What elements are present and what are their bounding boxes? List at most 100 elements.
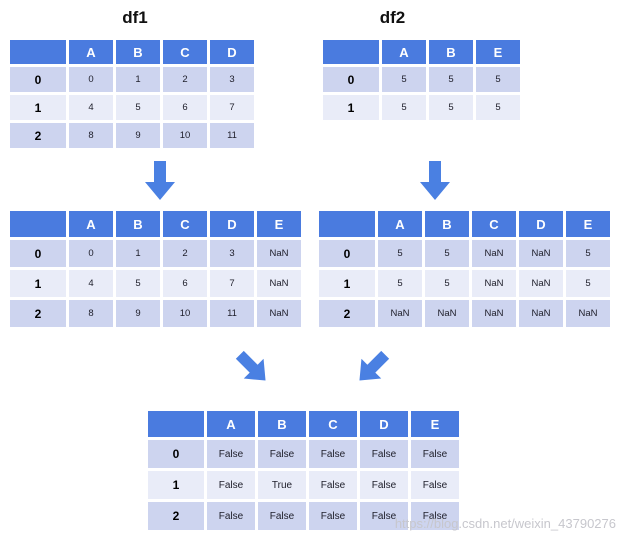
df2-title: df2 [379, 8, 406, 27]
row-index-label: 1 [323, 95, 379, 120]
column-header: D [360, 411, 408, 437]
row-index-label: 0 [10, 67, 66, 92]
column-header: A [207, 411, 255, 437]
cell-value: 4 [69, 270, 113, 297]
cell-value: False [309, 471, 357, 499]
cell-value: 5 [116, 95, 160, 120]
corner-cell [10, 40, 66, 64]
down-arrow-icon [420, 161, 450, 201]
column-header: C [309, 411, 357, 437]
cell-value: 2 [163, 240, 207, 267]
cell-value: 8 [69, 300, 113, 327]
row-index-label: 0 [10, 240, 66, 267]
cell-value: 5 [429, 67, 473, 92]
row-index-label: 1 [10, 95, 66, 120]
cell-value: False [207, 440, 255, 468]
column-header: D [210, 40, 254, 64]
row-index-label: 0 [319, 240, 375, 267]
cell-value: 3 [210, 240, 254, 267]
column-header: E [257, 211, 301, 237]
cell-value: NaN [519, 270, 563, 297]
corner-cell [323, 40, 379, 64]
cell-value: 5 [429, 95, 473, 120]
column-header: D [519, 211, 563, 237]
down-arrow-icon [145, 161, 175, 201]
column-header: E [411, 411, 459, 437]
cell-value: False [207, 471, 255, 499]
row-index-label: 0 [323, 67, 379, 92]
cell-value: 9 [116, 300, 160, 327]
column-header: A [382, 40, 426, 64]
cell-value: 0 [69, 67, 113, 92]
cell-value: False [360, 440, 408, 468]
cell-value: NaN [257, 300, 301, 327]
cell-value: 6 [163, 270, 207, 297]
diagonal-arrow-down-left-icon [349, 345, 396, 392]
cell-value: 5 [378, 240, 422, 267]
cell-value: 1 [116, 67, 160, 92]
cell-value: NaN [566, 300, 610, 327]
cell-value: 9 [116, 123, 160, 148]
cell-value: NaN [519, 300, 563, 327]
row-index-label: 0 [148, 440, 204, 468]
cell-value: False [207, 502, 255, 530]
row-index-label: 2 [10, 300, 66, 327]
column-header: A [378, 211, 422, 237]
column-header: C [472, 211, 516, 237]
watermark-text: https://blog.csdn.net/weixin_43790276 [394, 516, 616, 531]
cell-value: 11 [210, 123, 254, 148]
column-header: E [566, 211, 610, 237]
column-header: B [116, 211, 160, 237]
cell-value: 5 [425, 240, 469, 267]
column-header: B [258, 411, 306, 437]
cell-value: NaN [472, 300, 516, 327]
cell-value: 10 [163, 123, 207, 148]
corner-cell [319, 211, 375, 237]
column-header: B [425, 211, 469, 237]
cell-value: NaN [519, 240, 563, 267]
cell-value: NaN [257, 240, 301, 267]
cell-value: 2 [163, 67, 207, 92]
cell-value: 5 [116, 270, 160, 297]
cell-value: 7 [210, 270, 254, 297]
column-header: C [163, 40, 207, 64]
column-header: B [116, 40, 160, 64]
cell-value: False [360, 502, 408, 530]
cell-value: False [258, 502, 306, 530]
column-header: C [163, 211, 207, 237]
row-index-label: 2 [10, 123, 66, 148]
cell-value: False [360, 471, 408, 499]
cell-value: False [411, 440, 459, 468]
diagonal-arrow-down-right-icon [230, 345, 277, 392]
cell-value: NaN [257, 270, 301, 297]
row-index-label: 2 [319, 300, 375, 327]
cell-value: 5 [382, 95, 426, 120]
row-index-label: 1 [319, 270, 375, 297]
cell-value: NaN [378, 300, 422, 327]
corner-cell [10, 211, 66, 237]
cell-value: 8 [69, 123, 113, 148]
cell-value: NaN [472, 270, 516, 297]
cell-value: False [309, 502, 357, 530]
cell-value: NaN [472, 240, 516, 267]
row-index-label: 1 [10, 270, 66, 297]
cell-value: 5 [476, 95, 520, 120]
cell-value: 5 [382, 67, 426, 92]
column-header: E [476, 40, 520, 64]
cell-value: 5 [566, 240, 610, 267]
row-index-label: 2 [148, 502, 204, 530]
cell-value: 5 [566, 270, 610, 297]
cell-value: 4 [69, 95, 113, 120]
cell-value: 5 [378, 270, 422, 297]
corner-cell [148, 411, 204, 437]
cell-value: 5 [425, 270, 469, 297]
